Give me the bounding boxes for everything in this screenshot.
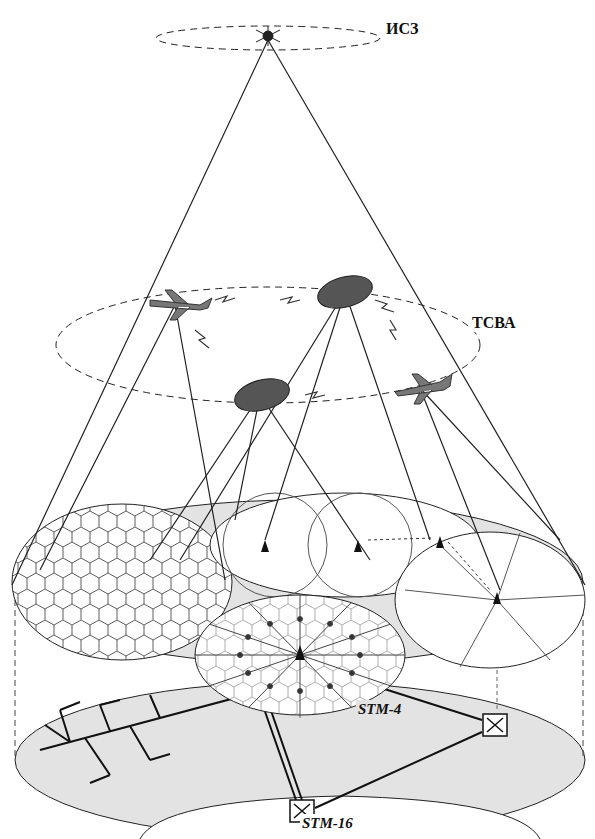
terminal-dot — [298, 617, 303, 622]
terminal-dot — [246, 671, 251, 676]
terminal-dot — [268, 684, 273, 689]
terminal-dot — [349, 671, 354, 676]
terminal-dot — [358, 653, 363, 658]
terminal-dot — [298, 689, 303, 694]
terminal-dot — [246, 635, 251, 640]
label: STM-16 — [300, 814, 355, 832]
label: ИСЗ — [384, 20, 420, 38]
sector-line — [245, 599, 300, 655]
sector-line — [300, 655, 301, 720]
sector-line — [245, 655, 300, 711]
sector-line — [300, 655, 410, 656]
terminal-dot — [328, 684, 333, 689]
label: ТСВА — [470, 314, 517, 332]
sector-line — [300, 623, 395, 656]
sector-line — [300, 655, 395, 688]
sector-line — [300, 599, 355, 655]
terminal-dot — [238, 653, 243, 658]
terminal-dot — [349, 635, 354, 640]
sector-line — [300, 655, 355, 711]
terminal-dot — [268, 621, 273, 626]
sector-line — [205, 655, 300, 688]
label: STM-4 — [356, 700, 403, 718]
sector-line — [190, 655, 300, 656]
sector-line — [205, 623, 300, 656]
terminal-dot — [328, 621, 333, 626]
